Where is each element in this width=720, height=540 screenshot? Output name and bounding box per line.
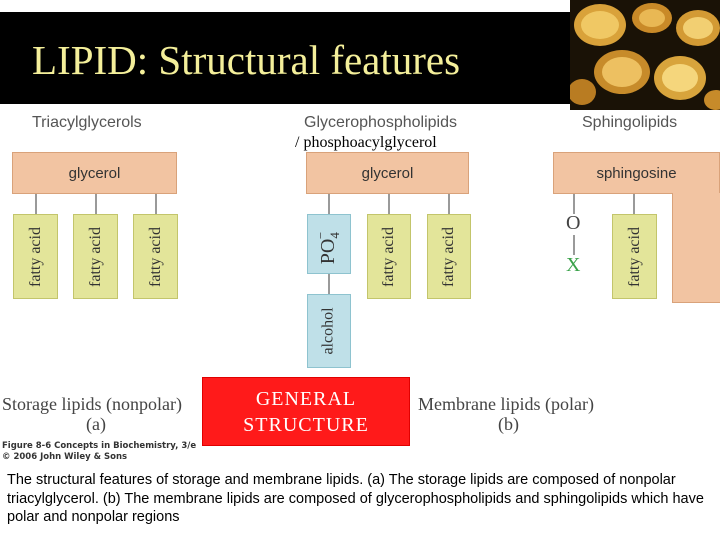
heading-triacylglycerols: Triacylglycerols <box>32 114 142 131</box>
fatty-acid-chain: fatty acid <box>133 214 178 299</box>
connector <box>155 194 157 214</box>
oxygen-atom: O <box>566 212 581 234</box>
heading-sphingolipids: Sphingolipids <box>582 114 678 131</box>
sphingosine-label: sphingosine <box>596 164 677 182</box>
general-structure-box: GENERAL STRUCTURE <box>202 377 410 446</box>
connector <box>328 194 330 214</box>
fatty-acid-label: fatty acid <box>86 226 104 287</box>
connector <box>388 194 390 214</box>
title-bar <box>0 12 575 104</box>
fatty-acid-chain: fatty acid <box>612 214 657 299</box>
alcohol-label: alcohol <box>320 307 337 355</box>
alcohol-head-group: alcohol <box>307 294 351 368</box>
phosphate-group: PO4− <box>307 214 351 274</box>
fatty-acid-chain: fatty acid <box>73 214 118 299</box>
fatty-acid-chain: fatty acid <box>367 214 411 299</box>
glycerol-backbone-a: glycerol <box>12 152 177 194</box>
copyright-line: © 2006 John Wiley & Sons <box>2 452 128 462</box>
connector <box>448 194 450 214</box>
fatty-acid-label: fatty acid <box>26 226 44 287</box>
fatty-acid-chain: fatty acid <box>13 214 58 299</box>
membrane-lipids-label: Membrane lipids (polar) <box>418 394 594 414</box>
heading-phosphoacylglycerol: / phosphoacylglycerol <box>295 134 437 151</box>
fatty-acid-label: fatty acid <box>440 226 457 287</box>
slide-title: LIPID: Structural features <box>32 37 461 83</box>
micrograph-image <box>570 0 720 110</box>
connector <box>573 194 575 214</box>
glycerol-label-a: glycerol <box>68 164 121 182</box>
phosphate-label: PO4− <box>313 231 343 264</box>
fatty-acid-label: fatty acid <box>146 226 164 287</box>
fatty-acid-label: fatty acid <box>625 226 643 287</box>
general-label: GENERAL <box>255 387 357 410</box>
connector <box>95 194 97 214</box>
connector <box>633 194 635 214</box>
fatty-acid-chain: fatty acid <box>427 214 471 299</box>
figure-description: The structural features of storage and m… <box>7 472 704 525</box>
x-polar-group: X <box>566 254 581 276</box>
storage-letter: (a) <box>86 414 106 434</box>
structure-label: STRUCTURE <box>243 413 369 436</box>
connector <box>573 235 575 255</box>
figure-caption: Figure 8-6 Concepts in Biochemistry, 3/e <box>2 441 197 451</box>
glycerol-backbone-b: glycerol <box>306 152 469 194</box>
sphingosine-backbone: sphingosine <box>553 152 720 194</box>
storage-lipids-label: Storage lipids (nonpolar) <box>2 394 182 414</box>
heading-glycerophospholipids: Glycerophospholipids <box>304 114 457 131</box>
micrograph-illustration <box>570 0 720 110</box>
sphingosine-chain <box>672 193 720 303</box>
glycerol-label-b: glycerol <box>361 164 414 182</box>
connector <box>35 194 37 214</box>
fatty-acid-label: fatty acid <box>380 226 397 287</box>
connector <box>328 274 330 294</box>
membrane-letter: (b) <box>498 414 519 434</box>
